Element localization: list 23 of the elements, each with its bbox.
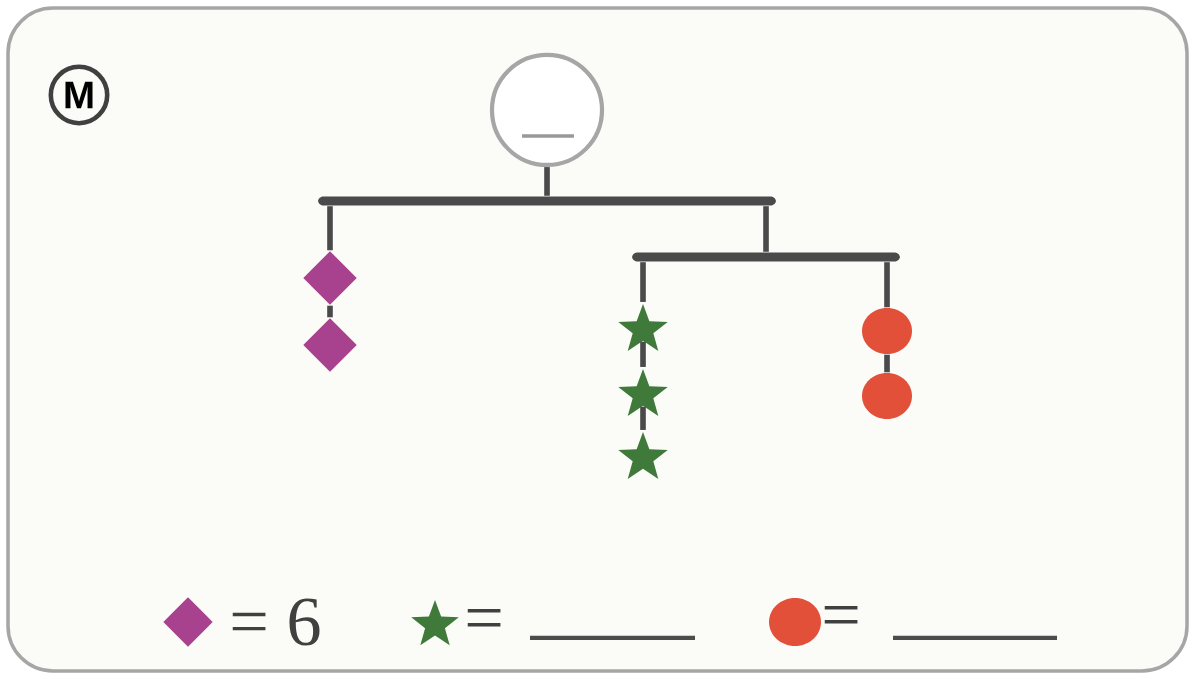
hanging-string [544, 167, 550, 196]
key-equation: = 6 [232, 598, 320, 646]
star-shape [618, 369, 668, 417]
key-equation: = [824, 605, 858, 624]
hanging-string [640, 262, 646, 302]
hanging-string [763, 206, 769, 252]
hanging-string [327, 305, 333, 318]
star-shape [618, 304, 668, 351]
diamond-shape [303, 318, 357, 372]
hanging-string [640, 406, 646, 430]
hanging-bar [318, 196, 776, 206]
hanging-string [884, 262, 890, 308]
key-equation: = [467, 608, 501, 627]
ball [862, 308, 912, 354]
hanging-string [640, 341, 646, 367]
hook-circle [489, 52, 605, 168]
circled-letter: M [48, 64, 110, 126]
diamond-shape [303, 251, 357, 305]
hanging-string [884, 354, 890, 373]
star-shape [618, 432, 668, 479]
ball [862, 373, 912, 419]
hanging-bar [632, 252, 900, 262]
hanging-string [327, 206, 333, 251]
